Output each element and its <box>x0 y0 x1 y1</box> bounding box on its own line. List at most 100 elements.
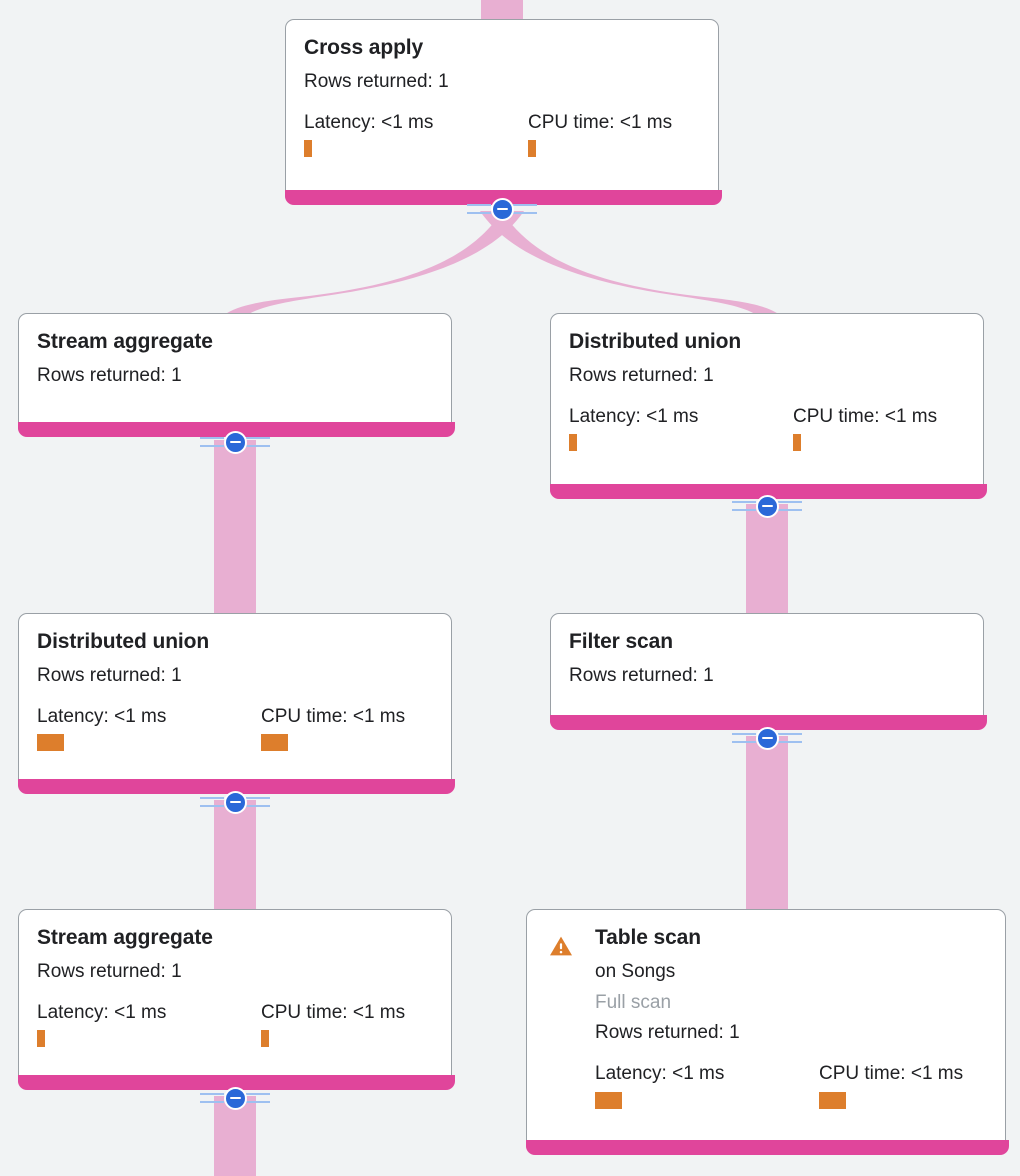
collapse-minus-icon[interactable] <box>223 1086 247 1110</box>
collapse-minus-icon[interactable] <box>755 494 779 518</box>
node-footer-bar <box>17 421 455 437</box>
node-body: Table scan on Songs Full scan Rows retur… <box>527 910 1005 1153</box>
plan-node-distributed-union-left[interactable]: Distributed union Rows returned: 1 Laten… <box>17 613 455 794</box>
node-body: Stream aggregate Rows returned: 1 <box>19 314 451 435</box>
metric-latency-label: Latency: <1 ms <box>304 111 434 133</box>
toggle-lines-icon <box>200 1093 270 1103</box>
metric-latency: Latency: <1 ms <box>569 406 793 452</box>
metric-latency-bar <box>595 1091 622 1109</box>
plan-node-table-scan[interactable]: Table scan on Songs Full scan Rows retur… <box>525 909 1009 1155</box>
toggle-lines-icon <box>732 733 802 743</box>
metric-cpu-time-label: CPU time: <1 ms <box>793 405 938 427</box>
warning-triangle-icon <box>550 936 572 956</box>
edge-cross-apply-to-distributed-union-right <box>480 211 780 315</box>
metric-cpu-time: CPU time: <1 ms <box>819 1063 1020 1109</box>
node-rows-returned: Rows returned: 1 <box>595 1022 740 1044</box>
node-metrics: Latency: <1 ms CPU time: <1 ms <box>595 1063 987 1109</box>
collapse-toggle-distributed-union-left[interactable] <box>200 789 270 815</box>
plan-node-cross-apply[interactable]: Cross apply Rows returned: 1 Latency: <1… <box>284 19 722 205</box>
metric-latency-bar <box>37 1030 45 1048</box>
toggle-lines-icon <box>200 797 270 807</box>
plan-node-distributed-union-right[interactable]: Distributed union Rows returned: 1 Laten… <box>549 313 987 499</box>
metric-latency: Latency: <1 ms <box>304 112 528 158</box>
node-footer-bar <box>17 778 455 794</box>
edge-stream-aggregate-left-to-distributed-union-left <box>214 440 256 617</box>
metric-latency-label: Latency: <1 ms <box>37 1001 167 1023</box>
toggle-lines-icon <box>200 437 270 447</box>
metric-cpu-time: CPU time: <1 ms <box>261 1002 485 1048</box>
metric-latency: Latency: <1 ms <box>595 1063 819 1109</box>
node-title: Stream aggregate <box>37 330 213 353</box>
metric-latency-label: Latency: <1 ms <box>37 705 167 727</box>
node-rows-returned: Rows returned: 1 <box>569 664 714 686</box>
metric-cpu-time-label: CPU time: <1 ms <box>261 1001 406 1023</box>
metric-latency: Latency: <1 ms <box>37 1002 261 1048</box>
metric-cpu-time-bar <box>261 1030 269 1048</box>
metric-latency-bar <box>304 140 312 158</box>
minus-glyph <box>761 736 773 740</box>
node-rows-returned: Rows returned: 1 <box>37 960 182 982</box>
metric-cpu-time: CPU time: <1 ms <box>793 406 1017 452</box>
node-rows-returned: Rows returned: 1 <box>37 364 182 386</box>
collapse-minus-icon[interactable] <box>755 726 779 750</box>
minus-glyph <box>229 800 241 804</box>
metric-cpu-time-label: CPU time: <1 ms <box>528 111 673 133</box>
collapse-toggle-stream-aggregate-bottom[interactable] <box>200 1085 270 1111</box>
collapse-toggle-stream-aggregate-left[interactable] <box>200 429 270 455</box>
node-body: Distributed union Rows returned: 1 Laten… <box>551 314 983 497</box>
node-rows-returned: Rows returned: 1 <box>37 664 182 686</box>
collapse-toggle-distributed-union-right[interactable] <box>732 493 802 519</box>
collapse-minus-icon[interactable] <box>223 430 247 454</box>
metric-latency-label: Latency: <1 ms <box>595 1063 725 1085</box>
node-body: Distributed union Rows returned: 1 Laten… <box>19 614 451 792</box>
collapse-minus-icon[interactable] <box>490 197 514 221</box>
edge-filter-scan-to-table-scan <box>746 736 788 913</box>
edge-cross-apply-to-stream-aggregate-left <box>224 211 524 315</box>
metric-cpu-time: CPU time: <1 ms <box>261 706 485 752</box>
toggle-lines-icon <box>732 501 802 511</box>
minus-glyph <box>229 1096 241 1100</box>
metric-latency-bar <box>569 434 577 452</box>
node-rows-returned: Rows returned: 1 <box>569 364 714 386</box>
plan-node-stream-aggregate-bottom[interactable]: Stream aggregate Rows returned: 1 Latenc… <box>17 909 455 1090</box>
collapse-minus-icon[interactable] <box>223 790 247 814</box>
node-footer-bar <box>549 714 987 730</box>
node-body: Stream aggregate Rows returned: 1 Latenc… <box>19 910 451 1088</box>
metric-cpu-time-bar <box>793 434 801 452</box>
node-body: Cross apply Rows returned: 1 Latency: <1… <box>286 20 718 203</box>
metric-cpu-time-bar <box>261 734 288 752</box>
collapse-toggle-filter-scan[interactable] <box>732 725 802 751</box>
node-footer-bar <box>17 1074 455 1090</box>
node-body: Filter scan Rows returned: 1 <box>551 614 983 728</box>
metric-cpu-time-bar <box>819 1091 846 1109</box>
metric-cpu-time-label: CPU time: <1 ms <box>261 705 406 727</box>
node-title: Stream aggregate <box>37 926 213 949</box>
metric-cpu-time-label: CPU time: <1 ms <box>819 1063 964 1085</box>
node-footer-bar <box>284 189 722 205</box>
plan-node-filter-scan[interactable]: Filter scan Rows returned: 1 <box>549 613 987 730</box>
edge-distributed-union-left-to-stream-aggregate-bottom <box>214 800 256 913</box>
minus-glyph <box>229 440 241 444</box>
node-title: Filter scan <box>569 630 673 653</box>
node-footer-bar <box>525 1139 1009 1155</box>
node-title: Cross apply <box>304 36 424 59</box>
metric-latency-bar <box>37 734 64 752</box>
toggle-lines-icon <box>467 204 537 214</box>
node-title: Distributed union <box>37 630 210 653</box>
metric-latency: Latency: <1 ms <box>37 706 261 752</box>
node-title: Table scan <box>595 926 701 949</box>
collapse-toggle-cross-apply[interactable] <box>467 196 537 222</box>
node-metrics: Latency: <1 ms CPU time: <1 ms <box>37 1002 433 1048</box>
node-scan-type: Full scan <box>595 991 672 1013</box>
edge-distributed-union-right-to-filter-scan <box>746 504 788 617</box>
node-metrics: Latency: <1 ms CPU time: <1 ms <box>569 406 965 452</box>
minus-glyph <box>761 504 773 508</box>
plan-node-stream-aggregate-left[interactable]: Stream aggregate Rows returned: 1 <box>17 313 455 437</box>
node-on-table: on Songs <box>595 960 676 982</box>
node-rows-returned: Rows returned: 1 <box>304 70 449 92</box>
metric-cpu-time: CPU time: <1 ms <box>528 112 752 158</box>
node-metrics: Latency: <1 ms CPU time: <1 ms <box>304 112 700 158</box>
metric-cpu-time-bar <box>528 140 536 158</box>
minus-glyph <box>496 207 508 211</box>
